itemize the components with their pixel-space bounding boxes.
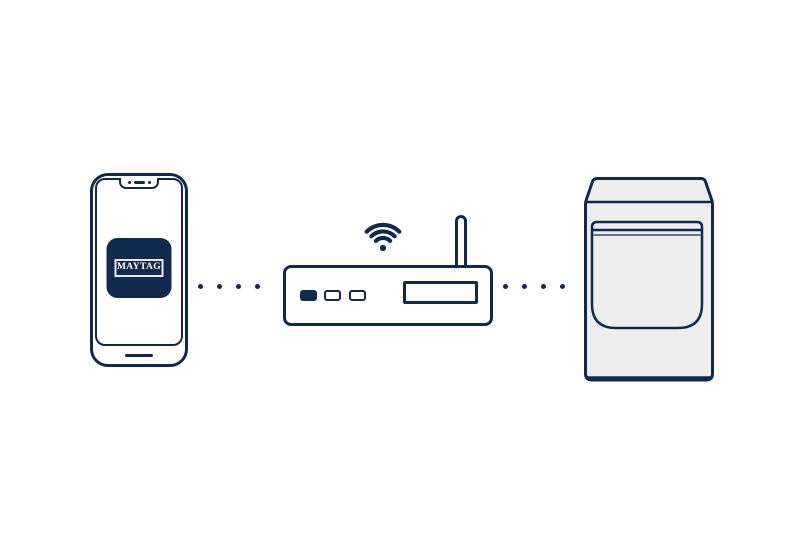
laundry-appliance-icon <box>584 177 714 382</box>
connection-dot <box>217 283 222 289</box>
connection-dot <box>502 283 508 289</box>
router-display <box>403 281 478 304</box>
camera-dot-icon <box>147 180 151 184</box>
connection-dot <box>255 283 260 289</box>
wifi-router <box>283 265 493 326</box>
maytag-app-icon: MAYTAG <box>106 238 172 298</box>
wifi-signal-icon <box>364 222 402 252</box>
connection-dot <box>540 283 546 289</box>
phone-screen: MAYTAG <box>95 177 183 346</box>
router-button <box>349 290 366 301</box>
camera-dot-icon <box>127 180 131 184</box>
connection-dot <box>559 283 565 289</box>
wifi-arc-middle <box>369 229 397 239</box>
maytag-logo: MAYTAG <box>114 259 164 277</box>
router-antenna <box>455 215 467 271</box>
connection-dot <box>521 283 527 289</box>
connection-dots-phone-router <box>198 283 260 289</box>
appliance-door <box>590 220 704 330</box>
phone-notch <box>119 177 159 189</box>
router-button <box>324 290 341 301</box>
speaker-icon <box>133 180 145 184</box>
home-indicator <box>125 354 153 357</box>
connection-dot <box>236 283 241 289</box>
router-button-power <box>300 290 317 301</box>
smartphone: MAYTAG <box>90 173 188 367</box>
wifi-arc-outer <box>364 222 402 234</box>
connection-dots-router-appliance <box>502 283 565 289</box>
wifi-arc-inner <box>373 235 393 243</box>
wifi-dot <box>379 244 387 252</box>
connection-dot <box>198 283 203 289</box>
